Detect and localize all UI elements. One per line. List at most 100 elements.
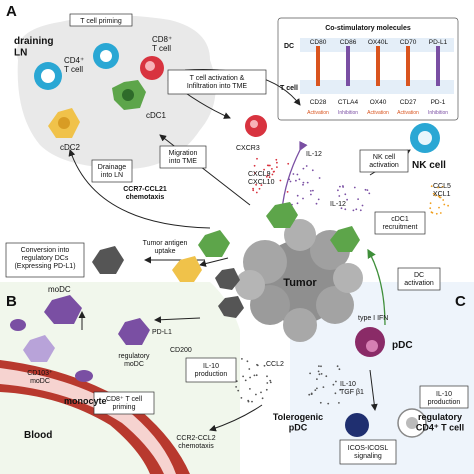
chemokine-dot: [441, 185, 444, 188]
nk-cell-label: NK cell: [412, 160, 446, 171]
chemokine-dot: [241, 358, 243, 360]
chemokine-dot: [319, 401, 322, 404]
costim-dc-label: DC: [284, 43, 294, 50]
tumor-dc-cells: [92, 202, 360, 318]
chemokine-dot: [286, 191, 289, 193]
cd4-t-cell: [34, 62, 62, 90]
chemokine-dot: [242, 375, 245, 378]
chemokine-dot: [338, 368, 341, 371]
box-migration: [159, 145, 207, 169]
box-il10-c: [419, 385, 469, 409]
chemokine-dot: [269, 381, 272, 384]
chemokine-dot: [336, 365, 339, 368]
chemokine-dot: [442, 199, 445, 201]
chemokine-dot: [261, 397, 264, 400]
tolerogenic-pdc-cell: [345, 413, 369, 437]
chemokine-dot: [429, 207, 432, 210]
costim-tcell-molecule: OX40: [370, 99, 387, 106]
costim-effect: Inhibition: [428, 110, 448, 116]
chemokine-dot: [302, 181, 305, 184]
chemokine-dot: [302, 197, 304, 200]
chemokine-dot: [364, 188, 367, 191]
chemokine-dot: [252, 189, 255, 192]
panel-label-a: A: [6, 3, 17, 20]
chemokine-dot: [344, 208, 347, 211]
box-drainage: [91, 159, 133, 183]
chemokine-dot: [310, 392, 313, 395]
chemokine-dot: [315, 202, 318, 205]
costim-dc-molecule: OX40L: [368, 39, 389, 46]
chemokine-dot: [338, 195, 341, 197]
il12-top-label: IL-12: [306, 151, 322, 158]
chemokine-dot: [318, 373, 321, 376]
chemokine-dot: [249, 376, 252, 379]
chemokine-dot: [305, 165, 308, 167]
cdc1-cell: [112, 80, 146, 110]
chemokine-dot: [296, 194, 299, 197]
regulatory-modc-cell: [118, 318, 150, 345]
box-tcell-activation: [167, 69, 267, 95]
chemokine-dot: [430, 185, 433, 188]
chemokine-dot: [320, 365, 322, 368]
chemokine-dot: [302, 167, 305, 170]
box-il10-b: [185, 357, 237, 383]
chemokine-dot: [276, 161, 278, 164]
chemokine-dot: [318, 365, 320, 367]
box-conversion: [5, 242, 85, 278]
chemokine-dot: [346, 198, 348, 201]
chemokine-dot: [268, 176, 271, 179]
chemokine-dot: [366, 189, 369, 192]
cd4-tcell-label: CD4⁺T cell: [64, 56, 84, 74]
costim-pair-0: [316, 46, 320, 86]
chemokine-dot: [311, 169, 314, 172]
tcell-activation-label: T cell activation &Infiltration into TME: [187, 75, 248, 90]
cdc1-label: cDC1: [146, 111, 167, 120]
costim-tcell-molecule: PD-1: [431, 99, 446, 106]
chemokine-dot: [318, 177, 321, 179]
chemokine-dot: [269, 379, 272, 382]
costim-pair-3: [406, 46, 410, 86]
chemokine-dot: [339, 185, 341, 188]
cd8-t-cell: [93, 43, 119, 69]
pdl1-label: PD-L1: [152, 329, 172, 336]
chemokine-dot: [248, 368, 251, 370]
chemokine-dot: [435, 212, 438, 215]
chemokine-dot: [342, 185, 344, 187]
chemokine-dot: [255, 374, 258, 377]
chemokine-dot: [306, 181, 309, 184]
chemokine-dot: [296, 173, 299, 176]
chemokine-dot: [357, 198, 359, 201]
chemokine-dot: [355, 208, 358, 211]
chemokine-dot: [309, 190, 312, 192]
chemokine-dot: [288, 178, 291, 181]
chemokine-dot: [309, 372, 311, 375]
chemokine-dot: [273, 170, 275, 173]
cdc2-cell: [48, 108, 80, 138]
chemokine-dot: [447, 204, 449, 207]
chemokine-dot: [352, 209, 355, 212]
box-nk-activation: [359, 149, 409, 173]
cdc2-label: cDC2: [60, 143, 81, 152]
chemokine-dot: [271, 168, 273, 170]
costim-title: Co-stimulatory molecules: [325, 25, 411, 32]
chemokine-dot: [249, 388, 251, 390]
chemokine-dot: [275, 158, 278, 161]
cxcr3-tcell: [245, 115, 267, 137]
chemokine-dot: [279, 179, 282, 182]
chemokine-dot: [438, 206, 440, 209]
chemokine-dot: [368, 192, 371, 195]
arrow-antigen-uptake: [199, 257, 229, 267]
blood-label: Blood: [24, 430, 52, 441]
